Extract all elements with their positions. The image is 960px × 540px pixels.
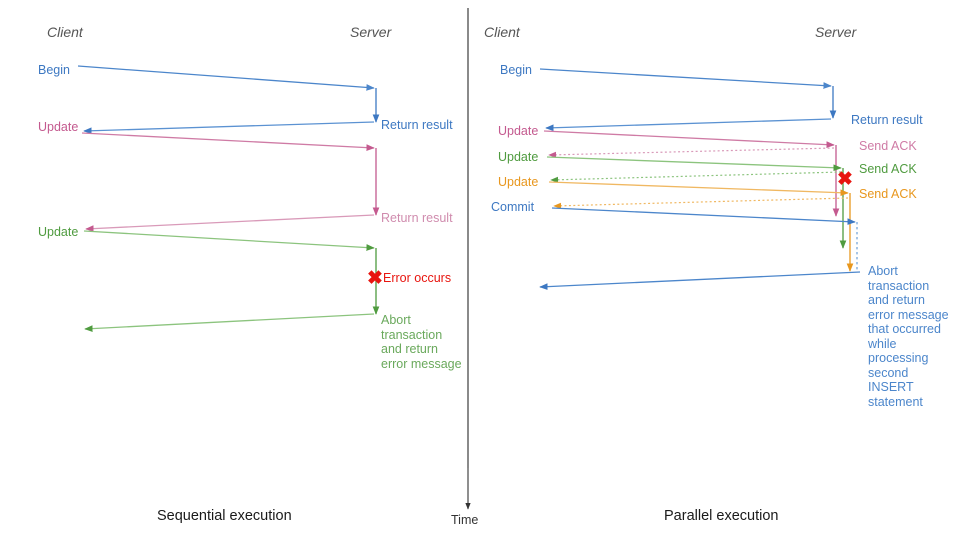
par-client-header: Client <box>484 24 520 40</box>
par-server-label-abort-message: Abort transaction and return error messa… <box>868 264 949 409</box>
par-commit-arrow <box>551 207 856 226</box>
par-client-label-commit: Commit <box>491 200 535 214</box>
seq-return-result-2-arrow <box>85 214 375 233</box>
par-send-ack-orange-arrow <box>553 197 849 209</box>
par-update-orange-arrow <box>548 181 849 197</box>
par-server-label-return-result: Return result <box>851 113 923 127</box>
seq-client-header: Client <box>47 24 83 40</box>
seq-update-2-arrow <box>83 230 375 251</box>
seq-update-1-arrow <box>81 132 375 151</box>
seq-error-x-icon: ✖ <box>367 268 383 289</box>
par-server-label-send-ack-1: Send ACK <box>859 139 917 153</box>
par-update-green-arrow <box>546 156 842 172</box>
seq-server-label-return-result-2: Return result <box>381 211 453 225</box>
seq-client-label-update-1: Update <box>38 120 79 134</box>
seq-abort-arrow <box>84 313 375 332</box>
seq-panel-caption: Sequential execution <box>157 508 292 524</box>
par-abort-arrow <box>539 271 861 291</box>
seq-return-result-1-arrow <box>83 121 375 135</box>
par-client-label-update-1: Update <box>498 124 539 138</box>
seq-client-label-begin: Begin <box>38 63 70 77</box>
par-server-header: Server <box>815 24 857 40</box>
par-panel-caption: Parallel execution <box>664 508 779 524</box>
seq-server-header: Server <box>350 24 392 40</box>
par-client-label-begin: Begin <box>500 63 532 77</box>
seq-server-label-error-occurs: Error occurs <box>383 271 452 285</box>
par-update-pink-arrow <box>543 130 835 149</box>
par-client-label-update-3: Update <box>498 175 539 189</box>
par-server-label-send-ack-2: Send ACK <box>859 162 917 176</box>
par-error-x-icon: ✖ <box>837 169 853 190</box>
par-send-ack-green-arrow <box>550 171 842 183</box>
par-server-label-send-ack-3: Send ACK <box>859 187 917 201</box>
par-client-label-update-2: Update <box>498 150 539 164</box>
time-axis-label: Time <box>451 513 479 527</box>
seq-server-label-abort-message: Abort transaction and return error messa… <box>381 313 462 371</box>
par-begin-arrow <box>539 68 832 89</box>
par-send-ack-pink-arrow <box>548 147 835 158</box>
seq-begin-arrow <box>77 65 375 91</box>
par-return-result-arrow <box>545 118 832 132</box>
seq-client-label-update-2: Update <box>38 225 79 239</box>
seq-server-label-return-result-1: Return result <box>381 118 453 132</box>
